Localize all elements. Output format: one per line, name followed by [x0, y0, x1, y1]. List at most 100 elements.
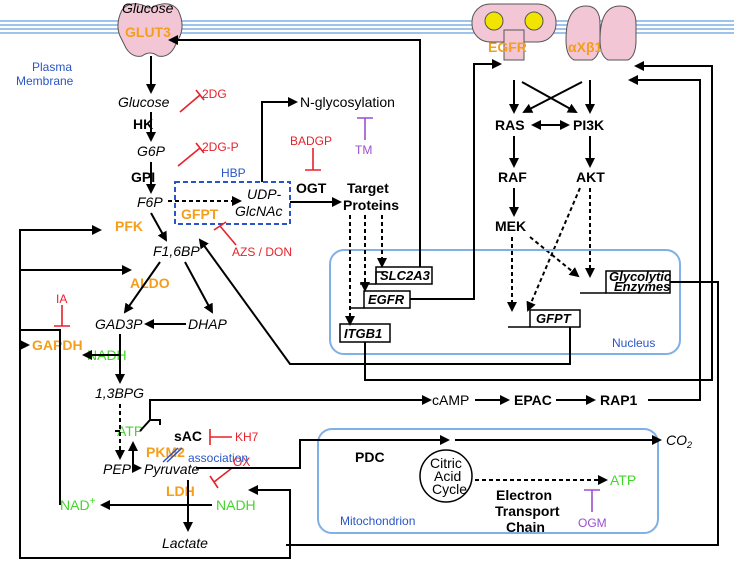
label-ia: IA: [56, 292, 67, 306]
ras-label: RAS: [495, 117, 525, 133]
pep-metabolite: PEP: [103, 461, 132, 477]
pfk-enzyme: PFK: [115, 218, 143, 234]
association-mark: [162, 447, 183, 463]
gad3p-metabolite: GAD3P: [95, 316, 143, 332]
lactate-metabolite: Lactate: [162, 535, 208, 551]
g6p-metabolite: G6P: [137, 143, 166, 159]
inhibitor-kh7: [209, 429, 232, 445]
bpg13-metabolite: 1,3BPG: [95, 385, 144, 401]
raf-label: RAF: [498, 169, 527, 185]
arrow-rap1-integrin: [628, 75, 701, 401]
label-ox: OX: [233, 455, 250, 469]
dhap-metabolite: DHAP: [188, 316, 228, 332]
loop-to-ldh: [19, 230, 291, 559]
svg-text:Enzymes: Enzymes: [614, 279, 670, 294]
pyruvate-metabolite: Pyruvate: [144, 461, 199, 477]
sac-enzyme: sAC: [174, 428, 202, 444]
rap1-label: RAP1: [600, 392, 638, 408]
gene-gfpt: GFPT: [508, 309, 581, 328]
f6p-metabolite: F6P: [137, 194, 163, 210]
inhibitor-badgp: [305, 148, 321, 171]
atp-cofactor-1: ATP: [117, 423, 143, 439]
target-proteins-1: Target: [347, 180, 389, 196]
inhibitor-2dg: [179, 89, 205, 113]
target-proteins-2: Proteins: [343, 197, 399, 213]
glucose-intracellular: Glucose: [118, 94, 170, 110]
membrane-label-2: Membrane: [16, 74, 74, 88]
integrin-receptor: [565, 5, 637, 61]
inhibitor-2dgp: [177, 142, 205, 167]
arrow-gfpt-gene-enzyme: [198, 238, 571, 365]
hbp-label: HBP: [221, 166, 246, 180]
glut3-transporter: [117, 3, 183, 57]
loop-to-pfk: [19, 225, 102, 505]
gpi-enzyme: GPI: [131, 169, 155, 185]
ldh-enzyme: LDH: [166, 483, 195, 499]
glut3-label: GLUT3: [125, 24, 171, 40]
epac-label: EPAC: [514, 392, 552, 408]
gene-itgb1: ITGB1: [339, 323, 391, 343]
inhibitor-ogm: [584, 489, 600, 512]
hk-enzyme: HK: [133, 116, 153, 132]
tca-label-1: Citric: [430, 455, 462, 471]
gene-egfr: EGFR: [350, 290, 411, 309]
arrow-slc2a3-glut3: [168, 35, 421, 267]
pkm2-enzyme: PKM2: [146, 444, 185, 460]
label-2dg: 2DG: [202, 87, 227, 101]
egfr-label: EGFR: [488, 39, 527, 55]
label-ogm: OGM: [578, 516, 607, 530]
svg-text:EGFR: EGFR: [368, 292, 405, 307]
svg-text:ITGB1: ITGB1: [344, 326, 382, 341]
label-badgp: BADGP: [290, 134, 332, 148]
nad-cofactor: NAD+: [60, 496, 96, 513]
tca-cycle-circle: [419, 449, 473, 503]
arrow-integrin-ras: [522, 81, 583, 113]
aldo-enzyme: ALDO: [130, 275, 170, 291]
inhibitor-ia: [54, 305, 70, 327]
arrow-nglyco: [261, 97, 298, 182]
mito-label: Mitochondrion: [340, 514, 415, 528]
camp-label: cAMP: [432, 392, 469, 408]
gfpt-enzyme: GFPT: [181, 206, 219, 222]
co2-label: CO2: [666, 432, 692, 450]
gapdh-enzyme: GAPDH: [32, 337, 83, 353]
svg-text:GFPT: GFPT: [536, 311, 572, 326]
association-label: association: [188, 451, 248, 465]
atp-to-sac: [139, 419, 161, 432]
nadh-cofactor-2: NADH: [216, 497, 256, 513]
tca-label-3: Cycle: [432, 481, 467, 497]
pdc-label: PDC: [355, 449, 385, 465]
label-tm: TM: [355, 143, 372, 157]
arrow-f16bp-dhap: [184, 261, 213, 314]
arrow-f16bp-gad3p: [123, 261, 161, 314]
tca-label-2: Acid: [434, 468, 461, 484]
etc-label-3: Chain: [506, 519, 545, 535]
arrow-egfr-pi3k: [521, 81, 578, 113]
label-kh7: KH7: [235, 430, 259, 444]
arrow-sac-camp: [149, 395, 432, 420]
gene-glycolytic-enzymes: Glycolytic Enzymes: [580, 269, 672, 294]
arrow-pyruvate-mito: [196, 435, 450, 469]
svg-text:Glycolytic: Glycolytic: [609, 269, 672, 284]
svg-text:SLC2A3: SLC2A3: [380, 268, 431, 283]
glucose-extracellular: Glucose: [122, 0, 174, 16]
atp-cofactor-2: ATP: [610, 472, 636, 488]
label-2dgp: 2DG-P: [202, 140, 239, 154]
arrow-egfr-gene-receptor: [410, 59, 502, 300]
udp-label: UDP-: [247, 186, 282, 202]
glcnac-label: GlcNAc: [235, 203, 282, 219]
ogt-enzyme: OGT: [296, 180, 327, 196]
egfr-receptor: [471, 3, 557, 61]
mek-label: MEK: [495, 218, 526, 234]
nglyco-label: N-glycosylation: [300, 94, 395, 110]
membrane-label: Plasma: [32, 60, 72, 74]
arrow-mek-glyco: [529, 236, 580, 278]
pi3k-label: PI3K: [573, 117, 604, 133]
etc-label-2: Transport: [495, 503, 560, 519]
nucleus-label: Nucleus: [612, 336, 655, 350]
mitochondrion-box: [317, 428, 659, 534]
gene-slc2a3: SLC2A3: [360, 266, 433, 285]
akt-label: AKT: [576, 169, 605, 185]
